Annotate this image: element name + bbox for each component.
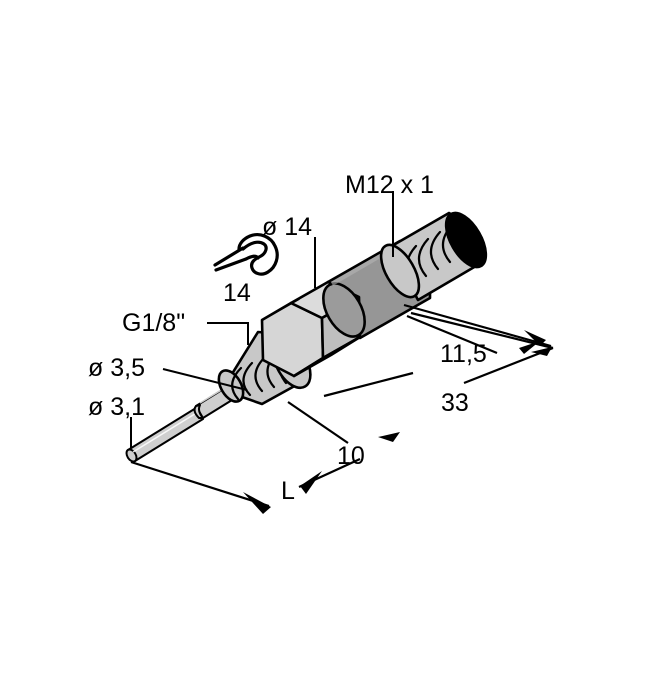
dim-L-line xyxy=(130,458,361,514)
leader-g18 xyxy=(207,322,249,345)
dim-10-right xyxy=(378,432,400,442)
label-dim-L: L xyxy=(281,477,295,505)
m12-connector xyxy=(379,211,488,302)
leader-diameter-35 xyxy=(162,368,248,391)
label-diameter-14: ø 14 xyxy=(262,213,312,241)
dim-33-left xyxy=(323,371,414,398)
dim-10-line xyxy=(287,401,349,444)
probe-tip xyxy=(125,407,204,463)
label-dim-33: 33 xyxy=(441,389,469,417)
dim-10-helper xyxy=(281,400,345,444)
label-process-thread: G1/8" xyxy=(122,309,185,337)
dim-33-line xyxy=(463,346,554,385)
label-dim-10: 10 xyxy=(337,442,365,470)
label-diameter-35: ø 3,5 xyxy=(88,354,145,382)
label-dim-115: 11,5 xyxy=(440,340,487,368)
dim-115-clean xyxy=(403,303,552,348)
label-wrench-size: 14 xyxy=(223,279,251,307)
dim-115-group xyxy=(406,311,554,355)
wrench-icon xyxy=(213,233,279,276)
label-diameter-31: ø 3,1 xyxy=(88,393,145,421)
label-m12-thread: M12 x 1 xyxy=(345,171,434,199)
